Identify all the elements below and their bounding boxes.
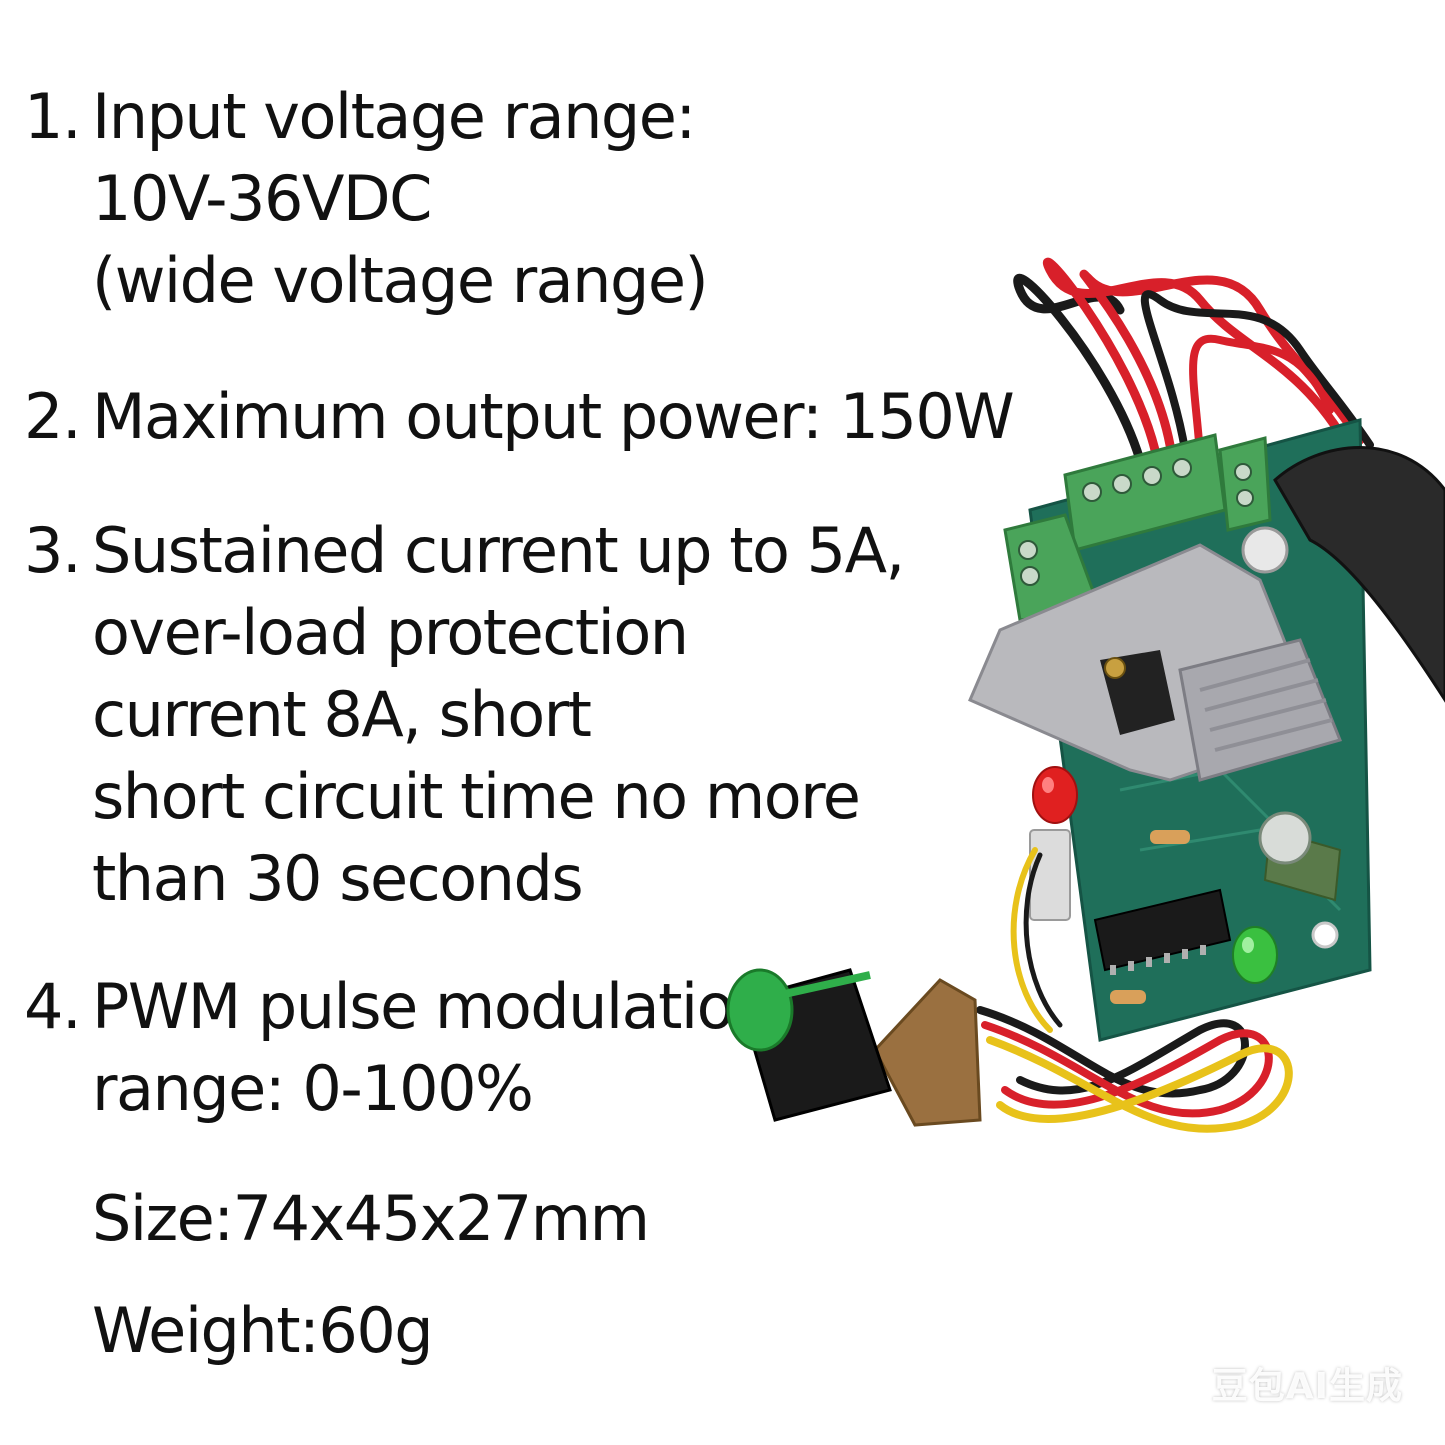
spec-line: Sustained current up to 5A, xyxy=(92,514,905,587)
spec-line: Input voltage range: xyxy=(92,80,696,153)
size-text: Size:74x45x27mm xyxy=(92,1182,650,1255)
top-wires xyxy=(1013,257,1374,465)
spec-line: Maximum output power: 150W xyxy=(92,380,1015,453)
potentiometer xyxy=(873,978,982,1127)
spec-number: 3. xyxy=(24,514,82,587)
terminal-block-side xyxy=(1218,436,1272,532)
spec-number: 4. xyxy=(24,970,82,1043)
terminal-block-4pin xyxy=(1063,433,1227,552)
spec-line: over-load protection xyxy=(92,596,689,669)
pwm-controller-board-image xyxy=(726,257,1445,1133)
spec-line: current 8A, short xyxy=(92,678,592,751)
power-cable xyxy=(1273,446,1445,703)
spec-item-current: 3. Sustained current up to 5A, over-load… xyxy=(24,510,905,920)
spec-line: 10V-36VDC xyxy=(92,162,432,235)
connector-white xyxy=(1029,829,1071,921)
knob xyxy=(726,968,892,1122)
electrolytic-capacitor-top xyxy=(1241,526,1289,574)
spec-item-output-power: 2. Maximum output power: 150W xyxy=(24,376,1015,458)
spec-line: (wide voltage range) xyxy=(92,244,709,317)
spec-item-pwm: 4. PWM pulse modulation range: 0-100% xyxy=(24,966,772,1130)
spec-item-input-voltage: 1. Input voltage range: 10V-36VDC (wide … xyxy=(24,76,709,322)
spec-weight: Weight:60g xyxy=(24,1290,434,1372)
watermark: 豆包AI生成 xyxy=(1211,1366,1403,1407)
spec-line: range: 0-100% xyxy=(92,1052,534,1125)
spec-number: 2. xyxy=(24,380,82,453)
electrolytic-capacitor xyxy=(1258,811,1342,902)
green-led xyxy=(1232,926,1278,984)
ic-chip xyxy=(1093,888,1232,975)
mount-hole xyxy=(1311,921,1339,949)
resistor xyxy=(1150,830,1190,844)
spec-line: than 30 seconds xyxy=(92,842,584,915)
heatsink xyxy=(968,543,1343,782)
bottom-wires xyxy=(976,847,1293,1133)
resistor xyxy=(1110,990,1146,1004)
spec-line: short circuit time no more xyxy=(92,760,861,833)
spec-size: Size:74x45x27mm xyxy=(24,1178,650,1260)
weight-text: Weight:60g xyxy=(92,1294,434,1367)
spec-line: PWM pulse modulation xyxy=(92,970,772,1043)
red-led xyxy=(1032,766,1078,824)
spec-number: 1. xyxy=(24,80,82,153)
